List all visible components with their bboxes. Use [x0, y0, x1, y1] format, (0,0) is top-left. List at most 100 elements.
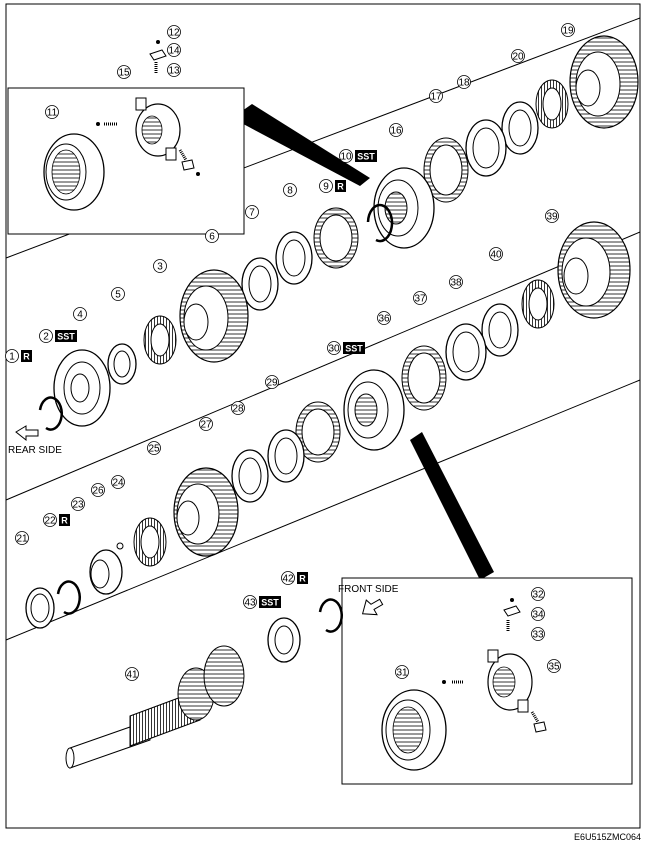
part-4-number: 4 — [77, 310, 83, 321]
part-10-number: 10 — [340, 152, 352, 163]
part-38-callout-circle — [449, 275, 463, 289]
part-3-callout-circle — [153, 259, 167, 273]
part-22-tag: R — [61, 516, 68, 526]
part-27-ring — [231, 449, 269, 503]
callout-wedge-lower — [410, 432, 494, 580]
part-9-tag-box — [335, 180, 346, 192]
part-30-callout-circle — [327, 341, 341, 355]
part-8-number: 8 — [287, 186, 293, 197]
part-15-callout-circle — [117, 65, 131, 79]
front-side-label: FRONT SIDE — [338, 584, 399, 595]
part-35-number: 35 — [548, 662, 560, 673]
part-25-callout-circle — [147, 441, 161, 455]
part-6-ring — [241, 257, 279, 311]
part-13-number: 13 — [168, 66, 180, 77]
part-42-tag: R — [299, 574, 306, 584]
part-42-snap-ring — [318, 598, 343, 633]
part-10-callout-circle — [339, 149, 353, 163]
part-43-bushing — [267, 617, 301, 663]
part-35-hub — [487, 649, 533, 713]
part-43-callout-circle — [243, 595, 257, 609]
part-43-tag: SST — [261, 598, 279, 608]
part-3-number: 3 — [157, 262, 163, 273]
part-23-collar — [89, 549, 123, 595]
part-40-number: 40 — [490, 250, 502, 261]
part-12-callout-circle — [167, 25, 181, 39]
part-9-tag: R — [337, 182, 344, 192]
part-17-number: 17 — [430, 92, 442, 103]
part-42-callout-circle — [281, 571, 295, 585]
part-32-number: 32 — [532, 590, 544, 601]
part-37-ring — [445, 323, 487, 381]
part-29-number: 29 — [266, 378, 278, 389]
part-5-needle-bearing — [143, 315, 177, 365]
part-29-ring — [295, 401, 341, 463]
part-20-number: 20 — [512, 52, 524, 63]
part-5-callout-circle — [111, 287, 125, 301]
part-36-ring — [401, 345, 447, 411]
part-19-gear — [569, 35, 639, 129]
part-12-number: 12 — [168, 28, 180, 39]
part-33-callout-circle — [531, 627, 545, 641]
part-2-tag: SST — [57, 332, 75, 342]
part-29-callout-circle — [265, 375, 279, 389]
part-31-number: 31 — [396, 668, 408, 679]
part-19-callout-circle — [561, 23, 575, 37]
part-35-callout-circle — [547, 659, 561, 673]
outer-frame — [5, 3, 641, 829]
part-17-ring — [465, 119, 507, 177]
part-42-tag-box — [297, 572, 308, 584]
part-31-callout-circle — [395, 665, 409, 679]
part-7-number: 7 — [249, 208, 255, 219]
part-24-number: 24 — [112, 478, 124, 489]
part-31-sleeve — [381, 689, 447, 771]
part-1-number: 1 — [9, 352, 15, 363]
part-22-tag-box — [59, 514, 70, 526]
part-11-number: 11 — [47, 108, 58, 119]
part-2-tag-box — [55, 330, 77, 342]
part-27-number: 27 — [200, 420, 212, 431]
part-9-number: 9 — [323, 182, 329, 193]
part-10-tag: SST — [357, 152, 375, 162]
part-19-number: 19 — [562, 26, 574, 37]
part-16-number: 16 — [390, 126, 402, 137]
part-10-synchronizer — [373, 167, 435, 249]
part-1-snap-ring — [38, 396, 63, 431]
part-18-callout-circle — [457, 75, 471, 89]
part-8-callout-circle — [283, 183, 297, 197]
part-43-tag-box — [259, 596, 281, 608]
part-23-callout-circle — [71, 497, 85, 511]
part-37-callout-circle — [413, 291, 427, 305]
part-3-gear — [179, 269, 249, 363]
part-7-callout-circle — [245, 205, 259, 219]
part-4-callout-circle — [73, 307, 87, 321]
part-8-ring — [313, 207, 359, 269]
rear-side-arrow-icon — [15, 425, 39, 442]
part-15-hub — [135, 97, 181, 161]
part-13-callout-circle — [167, 63, 181, 77]
part-22-number: 22 — [44, 516, 56, 527]
part-18-number: 18 — [458, 78, 470, 89]
part-41-shaft — [65, 645, 245, 769]
part-14-number: 14 — [168, 46, 180, 57]
part-41-callout-circle — [125, 667, 139, 681]
part-37-number: 37 — [414, 294, 426, 305]
part-26-number: 26 — [92, 486, 104, 497]
part-21-ring — [25, 587, 55, 629]
part-40-callout-circle — [489, 247, 503, 261]
inset-box-lower — [341, 577, 633, 785]
part-2-callout-circle — [39, 329, 53, 343]
part-1-tag-box — [21, 350, 32, 362]
part-1-callout-circle — [5, 349, 19, 363]
part-20-callout-circle — [511, 49, 525, 63]
part-24-callout-circle — [111, 475, 125, 489]
part-40-needle-bearing — [521, 279, 555, 329]
part-4-collar — [107, 343, 137, 385]
part-11-sleeve — [43, 133, 105, 211]
part-27-callout-circle — [199, 417, 213, 431]
part-39-callout-circle — [545, 209, 559, 223]
part-43-number: 43 — [244, 598, 256, 609]
part-11-callout-circle — [45, 105, 59, 119]
